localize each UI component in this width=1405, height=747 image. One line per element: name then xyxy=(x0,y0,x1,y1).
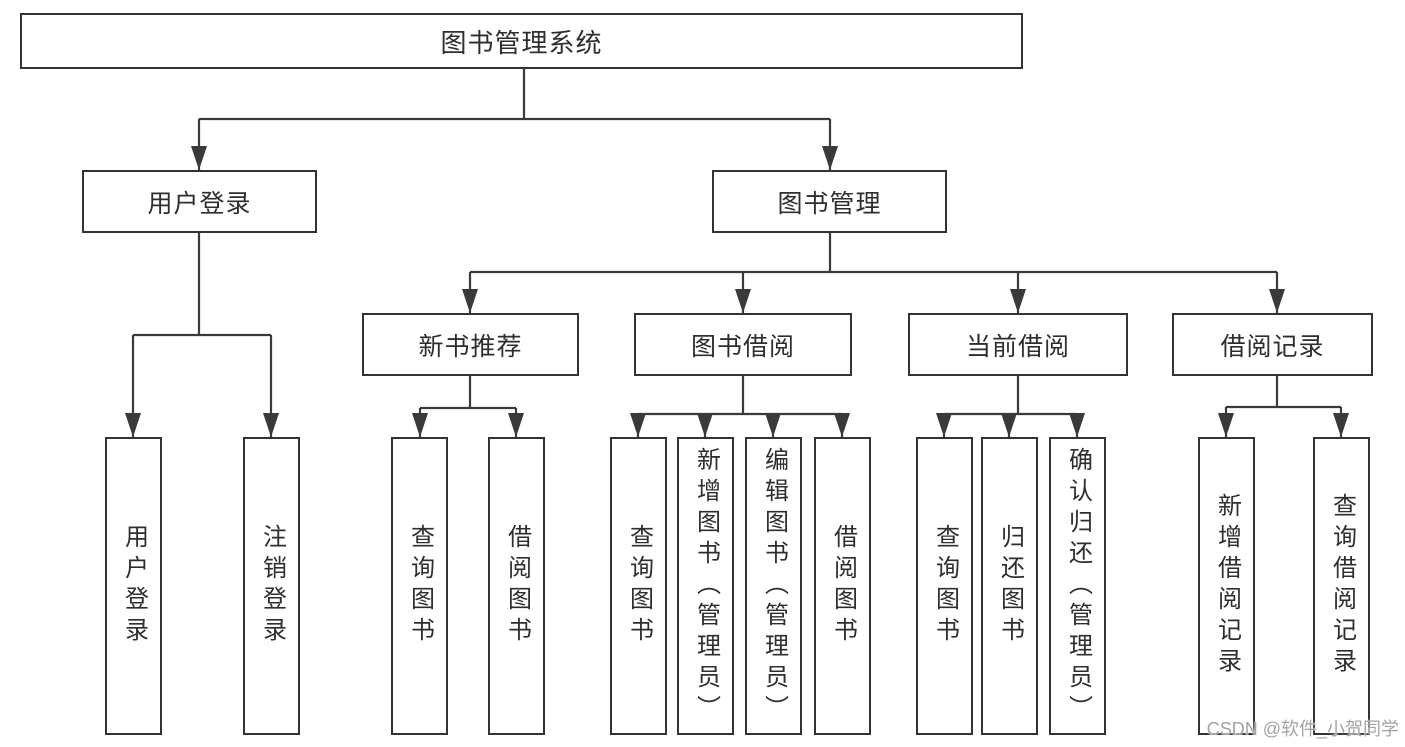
connector-root xyxy=(199,69,830,121)
connector-book-borrow xyxy=(638,376,842,416)
connector-current-borrow xyxy=(944,376,1077,416)
node-label: 查询图书 xyxy=(931,524,959,648)
node-label: 确认归还（管理员） xyxy=(1064,446,1092,726)
leaf-user-login: 用户登录 xyxy=(105,437,162,735)
node-label: 查询图书 xyxy=(406,524,434,648)
node-label: 用户登录 xyxy=(147,189,252,218)
node-label: 编辑图书（管理员） xyxy=(760,446,788,726)
node-current-borrow: 当前借阅 xyxy=(908,313,1128,376)
leaf-return-book: 归还图书 xyxy=(981,437,1038,735)
node-label: 用户登录 xyxy=(120,524,148,648)
node-label: 查询图书 xyxy=(625,524,653,648)
node-label: 新增借阅记录 xyxy=(1213,493,1241,679)
leaf-query-borrow-record: 查询借阅记录 xyxy=(1313,437,1370,735)
node-label: 新书推荐 xyxy=(418,332,523,361)
connector-borrow-record xyxy=(1226,376,1341,409)
connector-new-book xyxy=(420,376,516,410)
node-label: 注销登录 xyxy=(258,524,286,648)
node-label: 借阅记录 xyxy=(1220,332,1325,361)
leaf-add-borrow-record: 新增借阅记录 xyxy=(1198,437,1255,735)
node-user-login: 用户登录 xyxy=(82,170,317,233)
node-new-book-recommend: 新书推荐 xyxy=(362,313,579,376)
node-label: 图书管理系统 xyxy=(440,27,603,58)
leaf-borrow-book-recommend: 借阅图书 xyxy=(488,437,545,735)
leaf-confirm-return-admin: 确认归还（管理员） xyxy=(1049,437,1106,735)
leaf-borrow-book: 借阅图书 xyxy=(814,437,871,735)
node-label: 归还图书 xyxy=(996,524,1024,648)
node-label: 借阅图书 xyxy=(829,524,857,648)
csdn-watermark: CSDN @软件_小贺同学 xyxy=(1206,719,1399,739)
node-book-management: 图书管理 xyxy=(712,170,947,233)
node-label: 查询借阅记录 xyxy=(1328,493,1356,679)
node-label: 图书借阅 xyxy=(690,332,795,361)
leaf-query-book-recommend: 查询图书 xyxy=(391,437,448,735)
node-label: 图书管理 xyxy=(777,189,882,218)
node-book-borrow: 图书借阅 xyxy=(634,313,852,376)
node-borrow-record: 借阅记录 xyxy=(1172,313,1373,376)
connector-user-login xyxy=(133,233,271,337)
node-label: 借阅图书 xyxy=(503,524,531,648)
connector-book-management xyxy=(470,233,1277,274)
node-root-system: 图书管理系统 xyxy=(20,13,1023,69)
leaf-add-book-admin: 新增图书（管理员） xyxy=(677,437,734,735)
leaf-edit-book-admin: 编辑图书（管理员） xyxy=(745,437,802,735)
leaf-query-book-current: 查询图书 xyxy=(916,437,973,735)
node-label: 当前借阅 xyxy=(965,332,1070,361)
node-label: 新增图书（管理员） xyxy=(692,446,720,726)
leaf-logout: 注销登录 xyxy=(243,437,300,735)
leaf-query-book: 查询图书 xyxy=(610,437,667,735)
